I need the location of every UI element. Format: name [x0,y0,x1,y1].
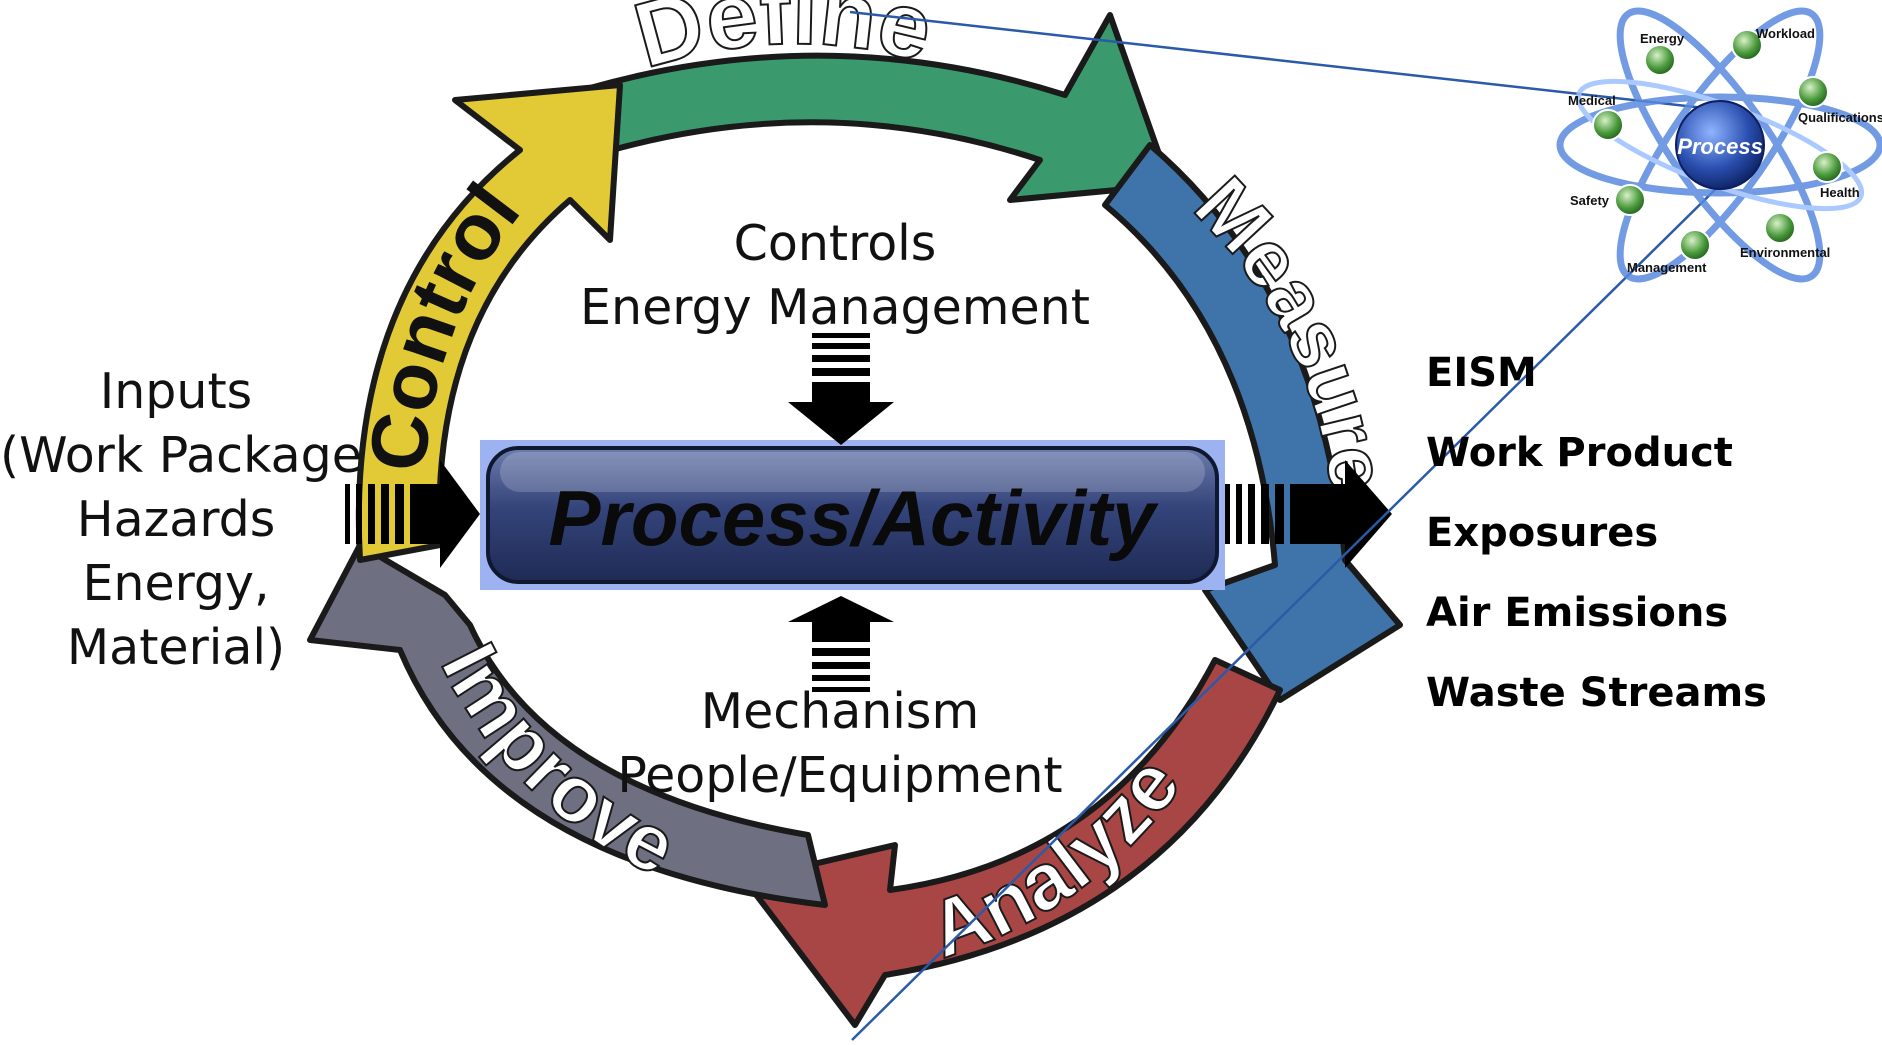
connector-line-bottom [851,169,1736,1041]
analyze-arrow [742,657,1283,1028]
atom-item-energy: Energy [1640,31,1685,46]
inputs-label: Inputs (Work Package Hazards Energy, Mat… [0,360,362,680]
output-item: Air Emissions [1426,590,1729,636]
output-item: EISM [1426,350,1537,396]
control-label: Control [353,168,537,476]
inputs-line: Hazards [76,491,276,548]
cycle-ring [307,12,1403,1028]
mechanism-line: People/Equipment [617,747,1063,804]
improve-arrow [307,542,828,908]
control-arrow [355,82,623,563]
output-item: Exposures [1426,510,1659,556]
controls-line: Controls [733,215,937,272]
atom-item-workload: Workload [1756,26,1815,41]
output-item: Work Product [1426,430,1733,476]
atom-item-health: Health [1820,185,1860,200]
process-atom-graphic: Process Energy Workload Medical Qualific… [1556,7,1882,283]
input-arrow [345,460,480,568]
inputs-line: (Work Package [0,427,362,484]
mechanism-up-arrow [788,596,894,692]
atom-item-safety: Safety [1570,193,1610,208]
mechanism-label: Mechanism People/Equipment [560,680,1120,808]
atom-item-management: Management [1627,260,1707,275]
controls-line: Energy Management [580,279,1090,336]
process-box: Process/Activity [480,440,1225,590]
outputs-list: EISM Work Product Exposures Air Emission… [1426,333,1767,733]
atom-center-label: Process [1677,134,1763,159]
inputs-line: Inputs [99,363,253,420]
measure-arrow [1102,142,1403,703]
process-box-label: Process/Activity [549,474,1160,562]
controls-down-arrow [788,333,894,445]
atom-item-environmental: Environmental [1740,245,1830,260]
atom-item-medical: Medical [1568,93,1616,108]
inputs-line: Material) [66,619,286,676]
mechanism-line: Mechanism [700,683,980,740]
inputs-line: Energy, [82,555,270,612]
atom-item-qualifications: Qualifications [1798,110,1882,125]
controls-label: Controls Energy Management [560,212,1110,340]
atom-core [1675,100,1765,190]
output-item: Waste Streams [1426,670,1767,716]
